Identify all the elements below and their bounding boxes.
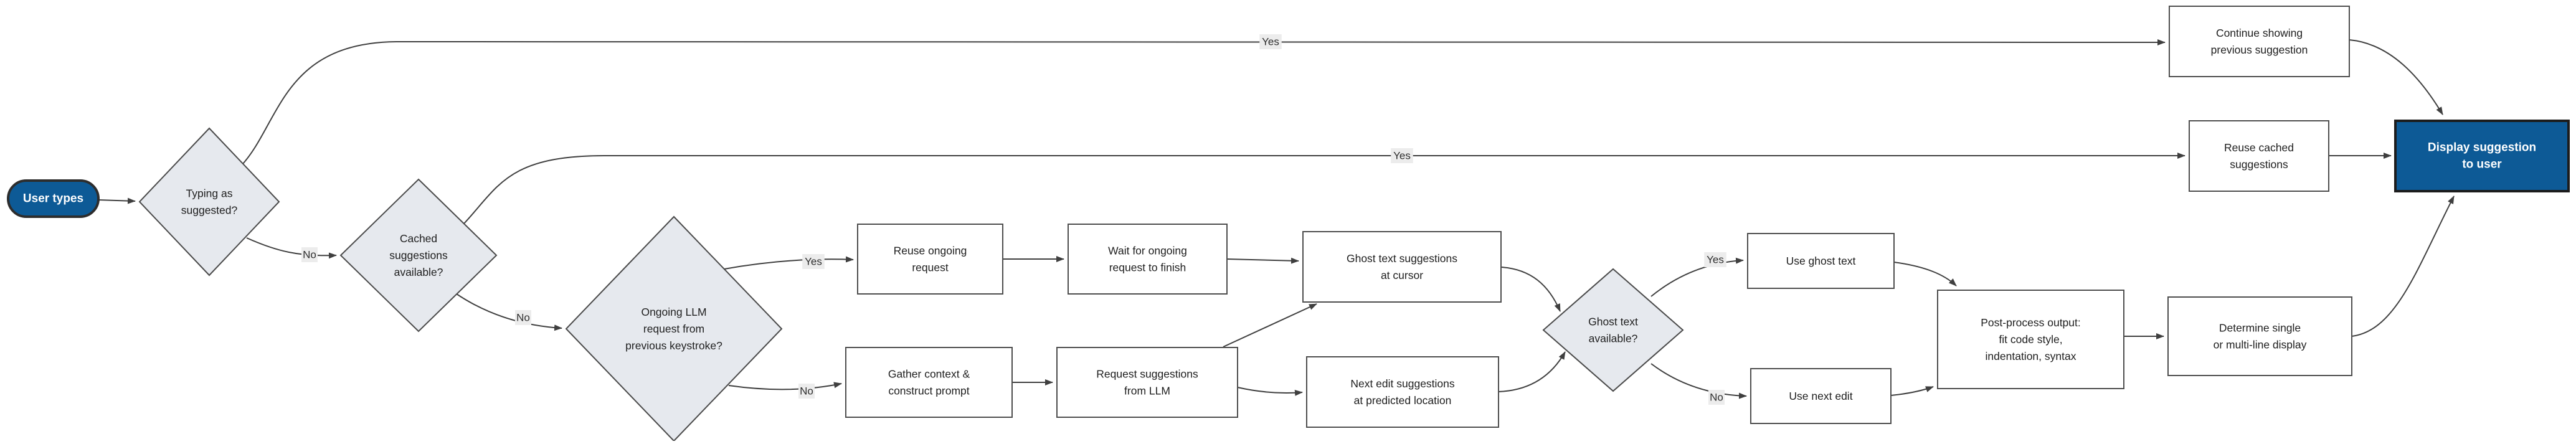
edge-available-no-usenext — [1650, 363, 1747, 399]
node-wait-for-ongoing-request: Wait for ongoing request to finish — [1068, 224, 1228, 295]
node-label: Use next edit — [1789, 390, 1852, 402]
node-ghost-text-suggestions: Ghost text suggestions at cursor — [1302, 231, 1502, 303]
edge-continue-to-display — [2349, 39, 2443, 115]
node-label: Reuse ongoing — [894, 245, 967, 257]
node-label: available? — [394, 266, 443, 278]
node-gather-context: Gather context & construct prompt — [845, 347, 1013, 418]
node-use-next-edit: Use next edit — [1750, 368, 1892, 424]
node-label: from LLM — [1124, 385, 1170, 397]
node-label: Ghost text — [1588, 316, 1638, 328]
node-display-suggestion: Display suggestion to user — [2394, 120, 2570, 192]
node-label: to user — [2462, 158, 2502, 171]
svg-text:Yes: Yes — [1262, 36, 1279, 48]
node-reuse-ongoing-request: Reuse ongoing request — [857, 224, 1003, 295]
node-label: previous suggestion — [2211, 44, 2308, 56]
node-cached-suggestions-available: Cached suggestions available? — [339, 178, 498, 333]
edge-label-ongoing-yes-reuse: Yes — [802, 254, 825, 269]
edge-label-typing-yes-continue: Yes — [1259, 34, 1282, 49]
edge-cached-yes-reuse-cached — [463, 153, 2185, 224]
edge-available-yes-useghost — [1650, 257, 1744, 297]
edge-ghost-to-available — [1500, 267, 1561, 312]
node-label: available? — [1589, 333, 1638, 345]
node-ongoing-llm-request: Ongoing LLM request from previous keystrok… — [565, 215, 783, 442]
node-label: Next edit suggestions — [1350, 377, 1455, 390]
node-label: indentation, syntax — [1986, 350, 2076, 362]
node-label: or multi-line display — [2214, 339, 2307, 351]
edge-request-to-nextedit — [1237, 387, 1303, 396]
node-determine-display: Determine single or multi-line display — [2167, 296, 2352, 376]
svg-text:Yes: Yes — [805, 256, 822, 268]
node-post-process-output: Post-process output: fit code style, inden… — [1937, 290, 2124, 389]
node-label: at predicted location — [1354, 394, 1452, 407]
edge-usenext-to-post — [1890, 386, 1934, 396]
edge-typing-yes-continue — [242, 39, 2166, 164]
node-next-edit-suggestions: Next edit suggestions at predicted locati… — [1306, 356, 1499, 428]
node-label: Determine single — [2219, 322, 2301, 334]
edge-label-available-no-usenext: No — [1708, 390, 1725, 405]
node-label: Wait for ongoing — [1108, 245, 1187, 257]
node-ghost-text-available: Ghost text available? — [1542, 268, 1684, 392]
edge-ongoing-yes-reuse — [724, 256, 854, 270]
edge-determine-to-display — [2351, 196, 2455, 337]
node-label: suggestions — [2230, 158, 2288, 171]
node-label: Request suggestions — [1096, 368, 1198, 380]
node-label: suggestions — [389, 249, 448, 262]
svg-text:No: No — [516, 312, 530, 324]
edge-label-cached-yes-reuse-cached: Yes — [1391, 148, 1413, 163]
node-label: Reuse cached — [2224, 141, 2294, 154]
node-label: User types — [23, 192, 83, 205]
edge-useghost-to-post — [1893, 262, 1957, 286]
edge-cached-no-ongoing — [456, 293, 562, 331]
node-label: Cached — [400, 232, 437, 245]
node-label: Ongoing LLM — [641, 306, 706, 318]
node-label: Gather context & — [888, 368, 970, 380]
node-use-ghost-text: Use ghost text — [1747, 233, 1895, 289]
node-request-suggestions-llm: Request suggestions from LLM — [1056, 347, 1238, 418]
node-label: suggested? — [181, 204, 238, 217]
edge-label-ongoing-no-gather: No — [798, 384, 815, 399]
svg-text:No: No — [303, 249, 316, 261]
node-label: request to finish — [1109, 262, 1186, 274]
node-label: construct prompt — [888, 385, 969, 397]
node-label: Continue showing — [2216, 27, 2303, 39]
node-label: Ghost text suggestions — [1347, 252, 1457, 265]
svg-text:Yes: Yes — [1707, 254, 1724, 266]
node-typing-as-suggested: Typing as suggested? — [138, 127, 280, 276]
edge-wait-to-ghost — [1226, 257, 1299, 264]
svg-text:No: No — [1710, 392, 1723, 404]
node-reuse-cached-suggestions: Reuse cached suggestions — [2189, 120, 2329, 192]
edge-request-to-ghost — [1223, 303, 1317, 347]
node-label: fit code style, — [1999, 333, 2062, 346]
edge-start-to-typing — [98, 197, 136, 204]
node-label: Use ghost text — [1786, 255, 1856, 267]
svg-text:No: No — [800, 385, 813, 397]
node-label: at cursor — [1381, 269, 1423, 281]
edge-label-typing-no-cached: No — [301, 247, 318, 262]
node-user-types: User types — [7, 179, 100, 218]
node-continue-previous-suggestion: Continue showing previous suggestion — [2169, 6, 2350, 77]
node-label: request — [912, 262, 949, 274]
svg-text:Yes: Yes — [1393, 150, 1411, 162]
node-label: Typing as — [186, 187, 233, 200]
edge-typing-no-cached — [246, 237, 337, 259]
node-label: request from — [643, 323, 704, 335]
edge-label-available-yes-useghost: Yes — [1704, 252, 1726, 267]
node-label: Post-process output: — [1981, 316, 2081, 329]
edge-ongoing-no-gather — [728, 382, 842, 390]
edge-nextedit-to-available — [1498, 351, 1566, 392]
edge-label-cached-no-ongoing: No — [515, 310, 531, 325]
node-label: previous keystroke? — [625, 339, 722, 352]
node-label: Display suggestion — [2428, 141, 2536, 154]
